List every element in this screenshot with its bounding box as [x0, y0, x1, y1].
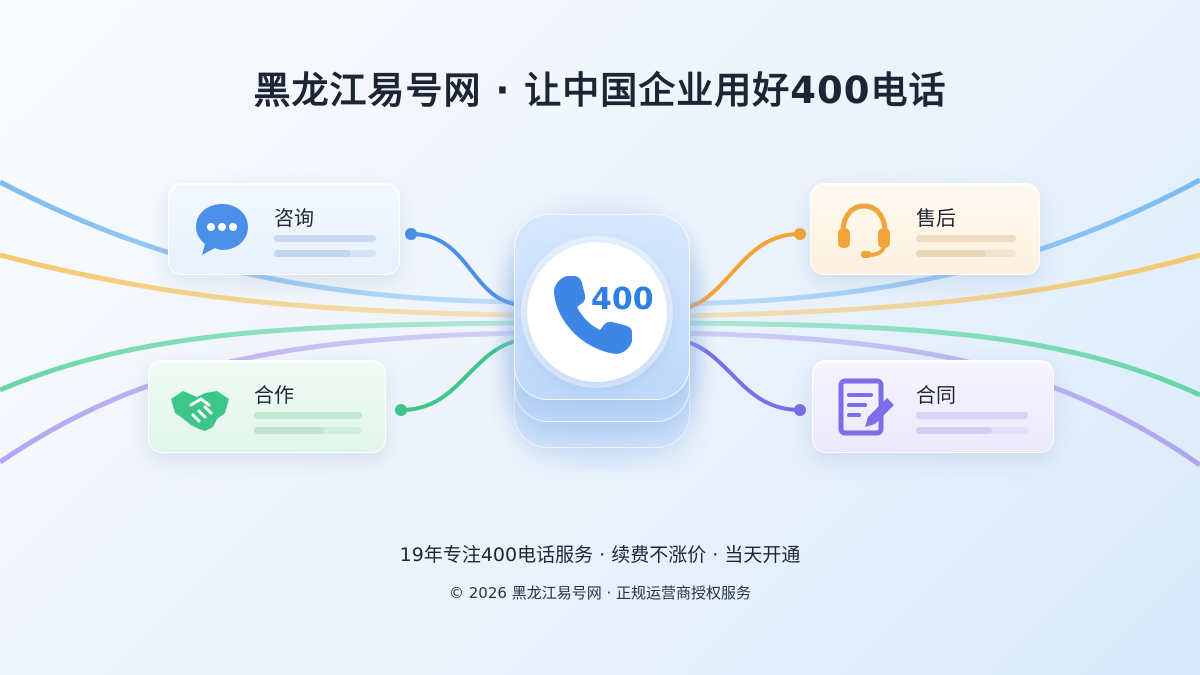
contract-edit-icon — [838, 378, 894, 436]
card-consult-label: 咨询 — [274, 206, 314, 230]
connector-dot-contract — [794, 404, 806, 416]
tagline: 19年专注400电话服务 · 续费不涨价 · 当天开通 — [399, 544, 801, 566]
card-after-sales-label: 售后 — [916, 206, 956, 230]
handshake-icon — [171, 391, 229, 431]
stream-orange-left — [0, 252, 521, 318]
connector-dot-coop — [395, 404, 407, 416]
card-after-sales-bar-1 — [916, 235, 1016, 242]
card-contract[interactable]: 合同 — [812, 360, 1054, 453]
chat-bubble-icon — [196, 204, 248, 255]
card-consult-bar-2 — [274, 250, 376, 257]
card-cooperation-label: 合作 — [254, 383, 294, 407]
phone-icon — [554, 276, 632, 354]
connector-dot-consult — [405, 228, 417, 240]
card-cooperation[interactable]: 合作 — [148, 360, 386, 453]
stream-orange-right — [679, 252, 1200, 319]
card-after-sales-bar-2 — [916, 250, 1016, 257]
card-cooperation-bar-2 — [254, 427, 362, 434]
connector-dot-after — [794, 228, 806, 240]
card-contract-bar-2 — [916, 427, 1028, 434]
card-consult-bar-1 — [274, 235, 376, 242]
card-consult[interactable]: 咨询 — [168, 183, 400, 275]
stream-green-left — [0, 320, 521, 393]
card-cooperation-bar-1 — [254, 412, 362, 419]
stream-green-right — [679, 320, 1200, 398]
card-after-sales[interactable]: 售后 — [810, 183, 1040, 275]
card-contract-label: 合同 — [916, 383, 956, 407]
hub-number: 400 — [591, 282, 654, 317]
page-title: 黑龙江易号网 · 让中国企业用好400电话 — [253, 69, 947, 112]
hub-badge — [527, 242, 667, 382]
copyright: © 2026 黑龙江易号网 · 正规运营商授权服务 — [448, 584, 752, 602]
headset-icon — [838, 203, 890, 258]
card-contract-bar-1 — [916, 412, 1028, 419]
